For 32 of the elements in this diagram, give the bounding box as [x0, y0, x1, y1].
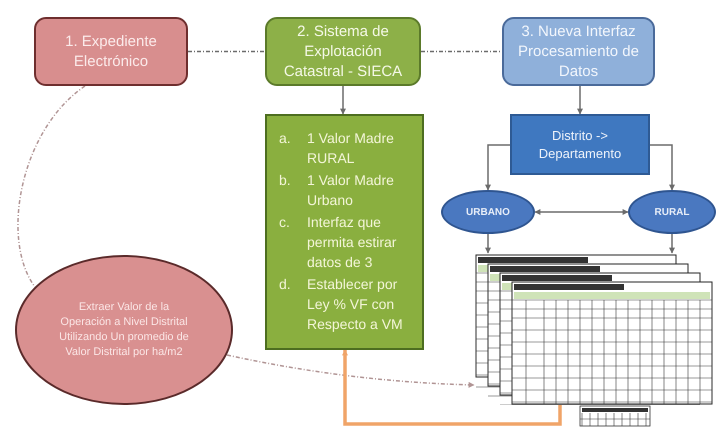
- arrow: [485, 234, 491, 254]
- arrow: [650, 144, 675, 191]
- list-item-text: 1 Valor Madre Urbano: [307, 171, 395, 210]
- dashed-connector: [188, 50, 265, 52]
- process-box: [34, 17, 188, 86]
- list-box: [265, 114, 424, 350]
- arrow: [669, 234, 675, 254]
- list-marker: a.: [279, 129, 292, 148]
- list-item-text: Establecer por Ley % VF con Respecto a VM: [307, 275, 404, 334]
- node-label: 2. Sistema de Explotación Catastral - SIECA: [282, 22, 404, 82]
- arrow: [342, 349, 562, 426]
- node-label: Extraer Valor de la Operación a Nivel Distrital Utilizando Un promedio de Valor Distrital por ha/m2: [58, 300, 190, 360]
- node-label: 1. Expediente Electrónico: [64, 32, 158, 72]
- arrow: [485, 144, 510, 191]
- process-box: [265, 17, 421, 86]
- dashed-connector: [421, 50, 502, 52]
- node-label: URBANO: [466, 206, 510, 220]
- arrow: [534, 209, 629, 215]
- list-marker: b.: [279, 171, 292, 190]
- dashed-connector: [226, 354, 475, 388]
- list-item-text: 1 Valor Madre RURAL: [307, 129, 395, 168]
- node-label: Distrito -> Departamento: [538, 126, 622, 162]
- list-marker: c.: [279, 213, 291, 232]
- arrow: [340, 86, 346, 115]
- arrow: [577, 86, 583, 115]
- node-label: RURAL: [654, 206, 690, 220]
- dashed-connector: [17, 85, 86, 288]
- process-box: [502, 17, 655, 86]
- node-label: 3. Nueva Interfaz Procesamiento de Datos: [517, 22, 640, 82]
- list-marker: d.: [279, 275, 292, 294]
- list-item-text: Interfaz que permita estirar datos de 3: [307, 213, 398, 272]
- process-box: [510, 114, 650, 175]
